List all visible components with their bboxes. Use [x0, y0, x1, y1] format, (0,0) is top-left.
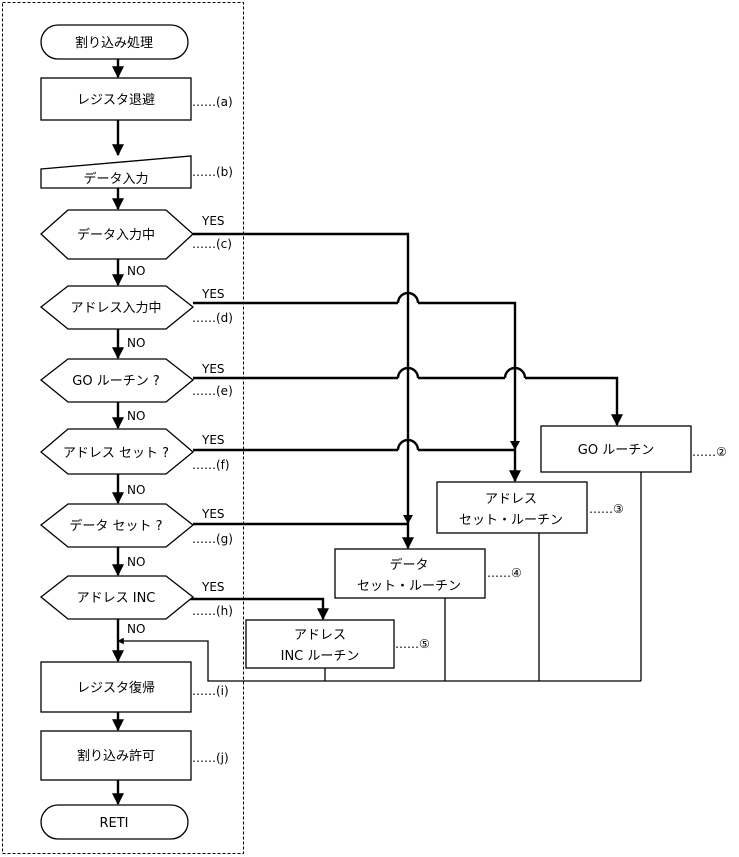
decision-address-input-label: アドレス入力中 [70, 301, 161, 316]
annotation-b: ……(b) [192, 165, 233, 179]
start-terminal: 割り込み処理 [40, 24, 189, 60]
yes-branch-lines [180, 232, 623, 621]
yes-label: YES [201, 214, 225, 228]
decision-address-input: アドレス入力中 [39, 285, 195, 330]
address-inc-routine-label-1: アドレス [294, 628, 346, 643]
start-label: 割り込み処理 [75, 35, 153, 51]
go-routine-label: GO ルーチン [578, 443, 654, 458]
data-set-routine-label-2: セット・ルーチン [357, 579, 461, 594]
decision-address-inc: アドレス INC [39, 575, 195, 620]
no-label: NO [127, 622, 145, 636]
no-label: NO [127, 555, 145, 569]
save-registers-box: レジスタ退避 [40, 77, 192, 121]
enable-interrupt-box: 割り込み許可 [40, 730, 192, 781]
address-set-routine-label-1: アドレス [485, 492, 537, 507]
address-inc-routine-label-2: INC ルーチン [281, 649, 360, 664]
annotation-c: ……(c) [192, 237, 232, 251]
yes-label: YES [201, 580, 225, 594]
enable-interrupt-label: 割り込み許可 [77, 748, 155, 764]
branch-labels: YES YES YES YES YES YES NO NO NO NO NO N… [127, 214, 225, 636]
data-input-label: データ入力 [83, 171, 148, 187]
restore-registers-label: レジスタ復帰 [77, 680, 155, 696]
decision-go-routine-label: GO ルーチン ? [72, 374, 159, 389]
go-routine-box: GO ルーチン [540, 425, 692, 473]
yes-label: YES [201, 287, 225, 301]
end-terminal: RETI [40, 804, 189, 840]
no-label: NO [127, 409, 145, 423]
decision-address-set: アドレス セット ? [39, 428, 195, 475]
return-lines [117, 472, 642, 682]
yes-label: YES [201, 433, 225, 447]
data-input-box: データ入力 [40, 155, 192, 189]
no-label: NO [127, 264, 145, 278]
decision-data-input: データ入力中 [40, 209, 194, 260]
annotation-routine-5: ……⑤ [395, 637, 430, 651]
yes-label: YES [201, 507, 225, 521]
annotation-f: ……(f) [192, 458, 230, 472]
annotation-a: ……(a) [192, 95, 233, 109]
restore-registers-box: レジスタ復帰 [40, 661, 192, 713]
decision-address-inc-label: アドレス INC [77, 591, 156, 606]
annotation-routine-4: ……④ [487, 566, 522, 580]
decision-go-routine: GO ルーチン ? [39, 358, 195, 403]
end-label: RETI [99, 816, 128, 831]
no-label: NO [127, 336, 145, 350]
annotation-h: ……(h) [192, 604, 233, 618]
save-registers-label: レジスタ退避 [77, 93, 155, 108]
address-inc-routine-box: アドレス INC ルーチン [245, 619, 395, 669]
annotation-routine-3: ……③ [589, 502, 624, 516]
address-set-routine-label-2: セット・ルーチン [459, 513, 563, 528]
decision-data-set: データ セット ? [39, 503, 195, 548]
decision-address-set-label: アドレス セット ? [63, 446, 169, 461]
no-label: NO [127, 483, 145, 497]
annotation-d: ……(d) [192, 311, 233, 325]
decision-data-set-label: データ セット ? [69, 518, 162, 534]
yes-label: YES [201, 362, 225, 376]
decision-data-input-label: データ入力中 [77, 227, 155, 243]
address-set-routine-box: アドレス セット・ルーチン [436, 481, 588, 534]
data-set-routine-label-1: データ [389, 557, 428, 573]
annotation-e: ……(e) [192, 384, 233, 398]
annotation-i: ……(i) [192, 684, 229, 698]
annotation-routine-2: ……② [692, 445, 727, 459]
step-annotations: ……(a) ……(b) ……(c) ……(d) ……(e) ……(f) ……(g… [192, 95, 727, 765]
main-flow-boundary [2, 2, 244, 854]
data-set-routine-box: データ セット・ルーチン [334, 548, 486, 599]
annotation-j: ……(j) [192, 751, 229, 765]
annotation-g: ……(g) [192, 532, 233, 546]
